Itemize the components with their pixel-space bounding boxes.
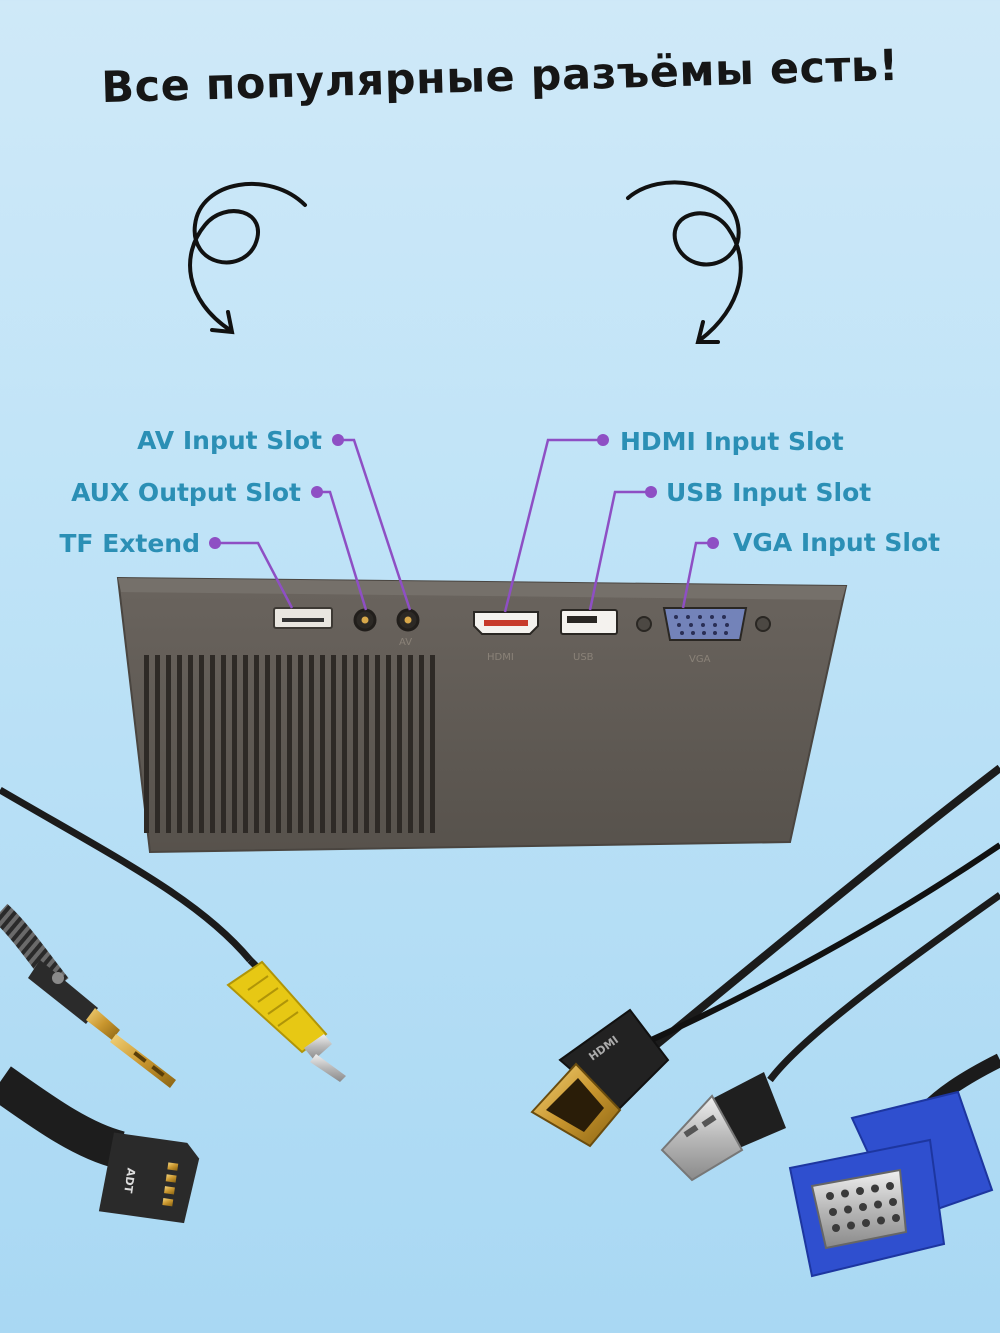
- tf-card-adapter: ADT: [0, 1066, 200, 1224]
- usb-port-mark: USB: [573, 652, 594, 663]
- aux-cable: [0, 786, 253, 1088]
- hdmi-port-mark: HDMI: [487, 652, 514, 663]
- label-av-input: AV Input Slot: [137, 426, 322, 455]
- ventilation-grille: [144, 655, 435, 833]
- label-vga-input: VGA Input Slot: [733, 528, 941, 557]
- vga-port-mark: VGA: [689, 654, 711, 665]
- av-rca-cable: [226, 957, 346, 1082]
- right-curl-arrow-icon: [626, 180, 743, 344]
- vga-port: [662, 607, 748, 641]
- usb-cable: [660, 892, 1000, 1182]
- label-aux-output: AUX Output Slot: [71, 478, 301, 507]
- leader-dots: [209, 434, 719, 549]
- left-curl-arrow-icon: [188, 182, 307, 335]
- vga-cable: [788, 1053, 1000, 1278]
- label-usb-input: USB Input Slot: [666, 478, 872, 507]
- av-port-mark: AV: [399, 637, 412, 648]
- projector-back-panel: AV HDMI USB VGA: [116, 576, 848, 854]
- sd-card-mark: ADT: [121, 1167, 137, 1194]
- hdmi-cable: HDMI: [530, 764, 1000, 1148]
- label-tf-extend: TF Extend: [59, 529, 200, 558]
- label-hdmi-input: HDMI Input Slot: [620, 427, 844, 456]
